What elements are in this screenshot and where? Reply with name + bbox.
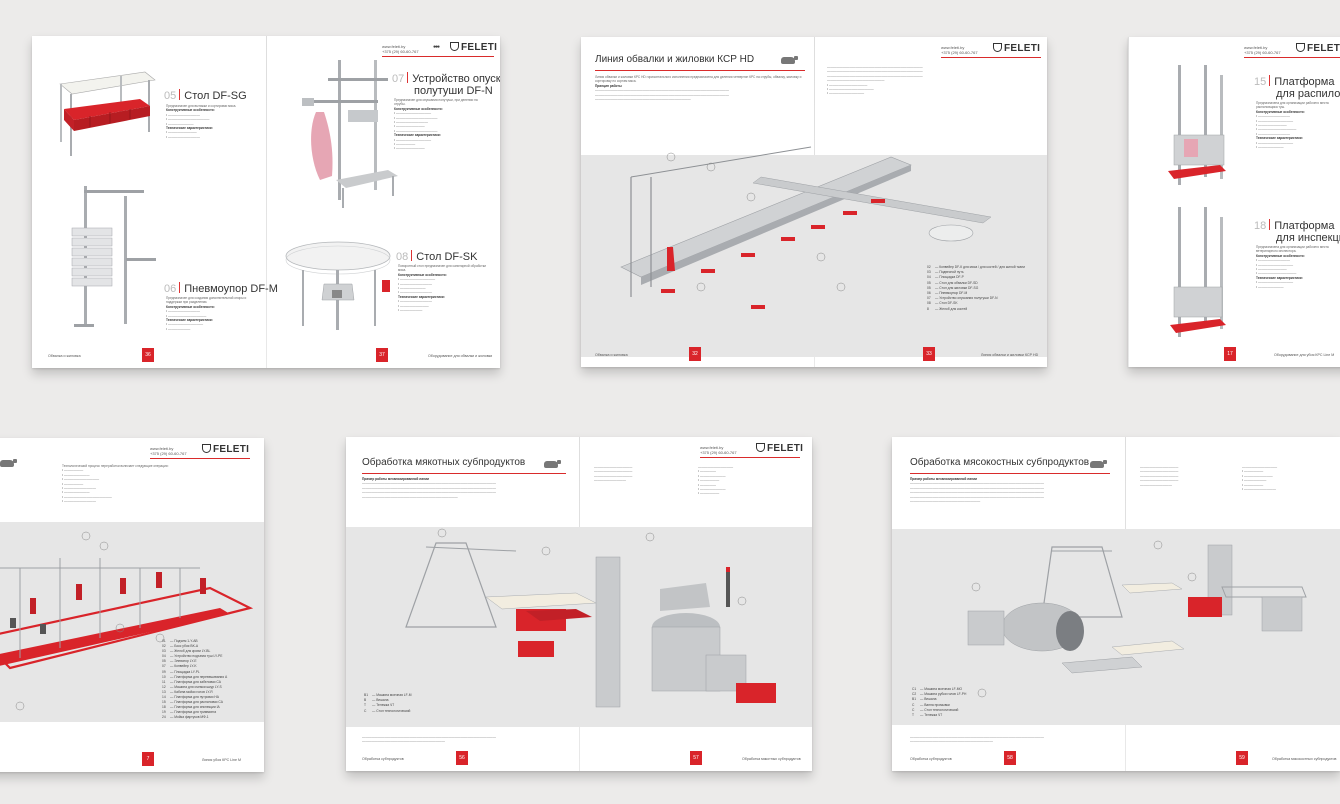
sawing-platform-ca-illustration <box>1168 65 1226 185</box>
footer-left: Обработка субпродуктов <box>362 757 404 761</box>
brand-logo: FELETI <box>450 42 497 53</box>
header-rule <box>150 458 250 459</box>
brochure-spread-4: www.feleti.by+375 (29) 60-60-767 FELETI … <box>0 438 264 772</box>
legend: 02— Конвейер DF-К для мяса / для костей … <box>927 265 1025 311</box>
table-df-sk-illustration <box>285 241 391 330</box>
intro-text-right: ————————————————————————————————————————… <box>594 465 633 483</box>
footnote: ————————————————————————————————————————… <box>910 735 1044 744</box>
feleti-shield-icon <box>993 43 1002 52</box>
header-rule <box>1244 57 1340 58</box>
item-text-18: Предназначена для организации рабочего м… <box>1256 245 1329 289</box>
page-number-right: 33 <box>923 347 935 361</box>
footer-right: Оборудование для обвалки и жиловки <box>428 354 493 358</box>
pneumatic-stop-df-m-illustration <box>71 186 156 327</box>
feleti-shield-icon <box>202 444 211 453</box>
inspection-platform-ia-illustration <box>1170 207 1226 337</box>
footer-right: Линия обвалки и жиловки КСР HD <box>981 353 1039 357</box>
item-text-06: Предназначен для создания дополнительной… <box>166 296 247 331</box>
slaughter-line-illustration <box>0 531 254 711</box>
feleti-shield-icon <box>756 443 765 452</box>
page-number-left: 36 <box>142 348 154 362</box>
feleti-shield-icon <box>1296 43 1305 52</box>
boning-line-illustration <box>620 146 992 309</box>
legend: C1— Машина моечная LF-MO C2— Машина рубк… <box>912 687 966 718</box>
intro-text: Технологический процесс переработки вклю… <box>62 464 169 504</box>
brochure-spread-2: Линия обвалки и жиловки КСР HD Линия обв… <box>581 37 1047 367</box>
table-df-sg-illustration <box>59 71 156 156</box>
cow-icon <box>1090 460 1107 468</box>
page-number-left: 56 <box>456 751 468 765</box>
intro-text-right: ————————————————————————————————————————… <box>827 65 923 96</box>
intro-text-right-2: ———————————• —————• ————————• ——————• ——… <box>698 465 734 496</box>
item-text-07: Предназначен для опускания полутуши, при… <box>394 98 478 151</box>
page-number-right: 57 <box>690 751 702 765</box>
header-contacts: www.feleti.by+375 (29) 60-60-767 <box>700 445 737 455</box>
title-rule <box>910 473 1110 474</box>
title-rule <box>595 70 805 71</box>
lowering-device-df-n-illustration <box>302 60 398 208</box>
legend: 01— Подъем 1-Y-AB 02— Бокс убоя BK-A 03—… <box>162 639 227 720</box>
illustration-background <box>0 522 264 722</box>
footer-left: Обработка субпродуктов <box>910 757 952 761</box>
cow-icon <box>0 459 17 467</box>
bone-offal-line-illustration <box>967 540 1307 698</box>
page-number-left: 7 <box>142 752 154 766</box>
intro-text-right-2: ———————————• ——————• —————————• ———————•… <box>1242 465 1278 492</box>
header-rule <box>700 457 800 458</box>
title-rule <box>362 473 566 474</box>
footer-right: Оборудование для убоя КРС Line M <box>1274 353 1335 357</box>
brochure-spread-6: Обработка мясокостных субпродуктов Приме… <box>892 437 1340 771</box>
intro-text: Пример работы механизированной линии ———… <box>362 477 496 499</box>
cow-icon <box>781 56 798 64</box>
brochure-spread-1: www.feleti.by+375 (29) 60-60-767 ●●● FEL… <box>32 36 500 368</box>
intro-text-right: ————————————————————————————————————————… <box>1140 465 1179 487</box>
footer-right: Обработка мякотных субпродуктов <box>742 757 801 761</box>
intro-text: Пример работы механизированной линии ———… <box>910 477 1044 504</box>
item-text-15: Предназначена для организации рабочего м… <box>1256 101 1329 150</box>
cow-icon <box>544 460 561 468</box>
brand-logo: FELETI <box>1296 43 1340 54</box>
header-contacts: www.feleti.by+375 (29) 60-60-767 <box>382 44 419 54</box>
soft-offal-line-illustration <box>405 528 776 708</box>
footnote: ————————————————————————————————————————… <box>362 735 496 744</box>
page-number-left: 32 <box>689 347 701 361</box>
item-text-05: Предназначен для вытяжки и сортировки мя… <box>166 104 237 139</box>
item-text-08: Поворотный стол предназначен для санитар… <box>398 264 486 313</box>
header-rule <box>941 57 1041 58</box>
header-contacts: www.feleti.by+375 (29) 60-60-767 <box>150 446 187 456</box>
brand-logo: FELETI <box>756 443 803 454</box>
footer-left: Обвалка и жиловка <box>48 354 81 358</box>
header-contacts: www.feleti.by+375 (29) 60-60-767 <box>1244 45 1281 55</box>
intro-text: Линия обвалки и жиловки КРС HD горизонта… <box>595 75 802 102</box>
page-number-right: 59 <box>1236 751 1248 765</box>
spread-fold <box>1128 37 1129 367</box>
section-title: Линия обвалки и жиловки КСР HD <box>595 54 755 65</box>
brochure-spread-5: Обработка мякотных субпродуктов Пример р… <box>346 437 812 771</box>
page-number-left: 58 <box>1004 751 1016 765</box>
header-contacts: www.feleti.by+375 (29) 60-60-767 <box>941 45 978 55</box>
footer-left: Обвалка и жиловка <box>595 353 628 357</box>
dots-icon: ●●● <box>433 44 440 50</box>
section-title: Обработка мясокостных субпродуктов <box>910 457 1090 468</box>
brochure-spread-3: www.feleti.by+375 (29) 60-60-767 FELETI … <box>1128 37 1340 367</box>
legend: B1— Машина моечная LF-M B— Вешала T— Тел… <box>364 693 412 713</box>
header-rule <box>382 56 494 57</box>
page-number-right: 17 <box>1224 347 1236 361</box>
feleti-shield-icon <box>450 42 459 51</box>
section-title: Обработка мякотных субпродуктов <box>362 457 526 468</box>
brand-logo: FELETI <box>993 43 1040 54</box>
brand-logo: FELETI <box>202 444 249 455</box>
spread-fold <box>266 36 267 368</box>
footer-right: Обработка мясокостных субпродуктов <box>1272 757 1337 761</box>
page-number-right: 37 <box>376 348 388 362</box>
footer-right: Линия убоя КРС Line M <box>202 758 241 762</box>
